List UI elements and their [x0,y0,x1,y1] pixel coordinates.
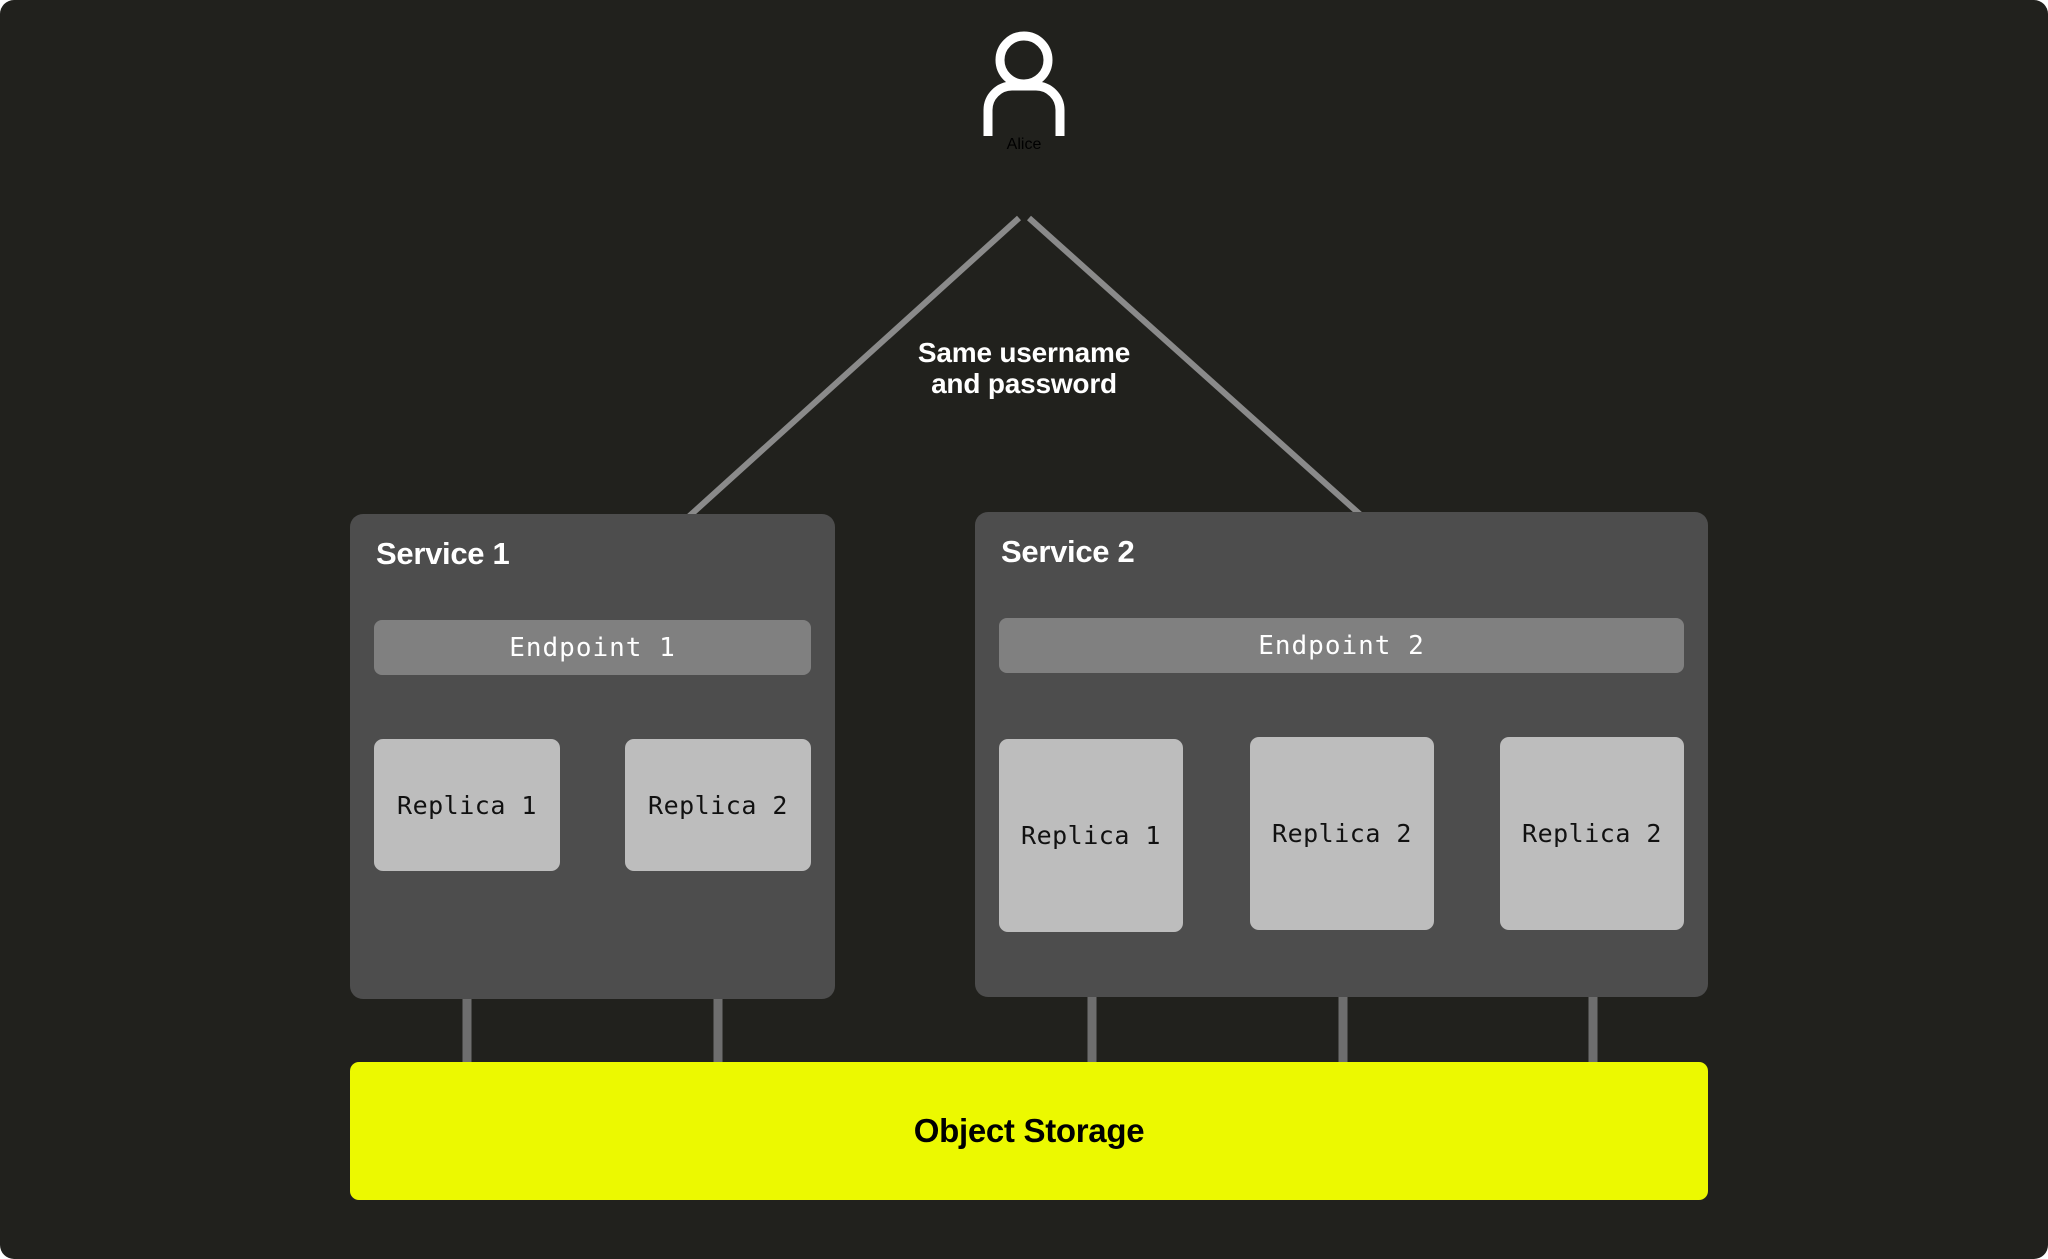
object-storage-bar[interactable]: Object Storage [350,1062,1708,1200]
service-2-replica-2[interactable]: Replica 2 [1250,737,1434,930]
service-1-replica-1[interactable]: Replica 1 [374,739,560,871]
actor-alice: Alice [0,28,2048,154]
endpoint-1[interactable]: Endpoint 1 [374,620,811,675]
service-2-replica-1[interactable]: Replica 1 [999,739,1183,932]
service-2-replica-3[interactable]: Replica 2 [1500,737,1684,930]
user-icon [983,31,1065,136]
object-storage-label: Object Storage [913,1112,1145,1149]
edge-caption-line-1: Same username [917,337,1131,368]
actor-label: Alice [1006,136,1042,153]
endpoint-2[interactable]: Endpoint 2 [999,618,1684,673]
service-2-title: Service 2 [1001,534,1135,569]
service-1-title: Service 1 [376,536,510,571]
service-panel-2[interactable]: Service 2 Endpoint 2 Replica 1 Replica 2… [975,512,1708,997]
service-1-replica-2[interactable]: Replica 2 [625,739,811,871]
edge-caption: Same username and password [724,337,1324,400]
edge-caption-line-2: and password [931,368,1117,400]
service-panel-1[interactable]: Service 1 Endpoint 1 Replica 1 Replica 2 [350,514,835,999]
